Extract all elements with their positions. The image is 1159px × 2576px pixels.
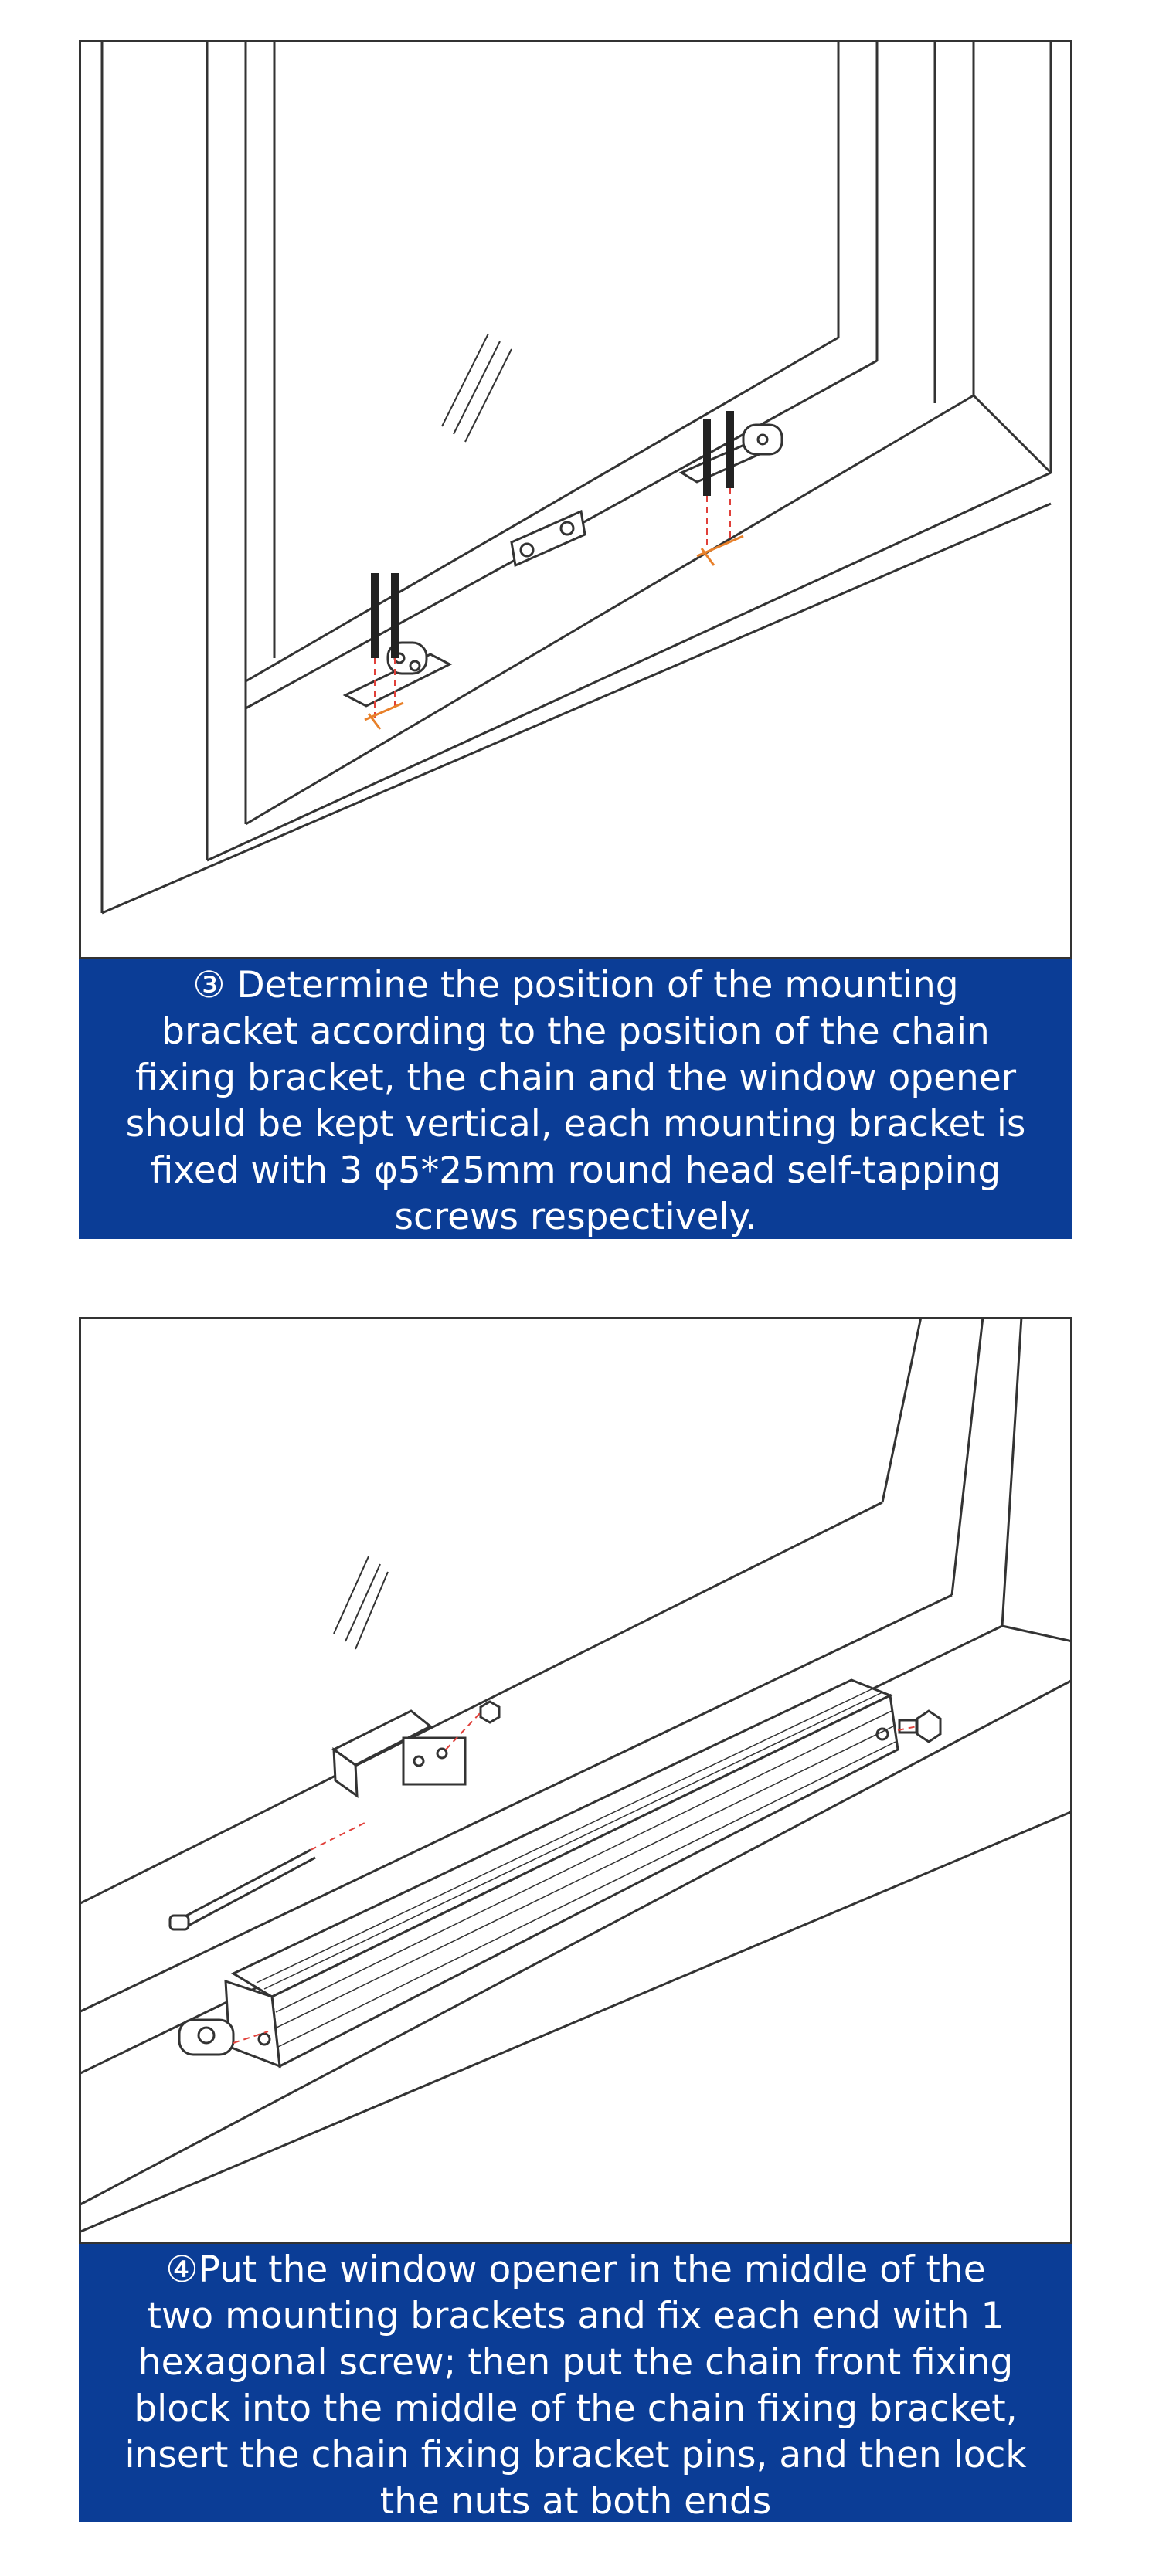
step3-caption-line-5: fixed with 3 φ5*25mm round head self-tap… [150, 1149, 1001, 1192]
step3-caption: ③ Determine the position of the mounting… [79, 959, 1072, 1239]
step3-caption-line-2: bracket according to the position of the… [161, 1010, 990, 1053]
step3-panel: ③ Determine the position of the mounting… [79, 40, 1072, 1239]
step3-caption-line-6: screws respectively. [394, 1196, 757, 1238]
step4-panel: ④Put the window opener in the middle of … [79, 1317, 1072, 2564]
step4-caption-line-6: the nuts at both ends [379, 2480, 772, 2523]
step3-illustration [79, 40, 1072, 959]
step3-caption-line-4: should be kept vertical, each mounting b… [125, 1103, 1026, 1145]
step4-caption-line-2: two mounting brackets and fix each end w… [147, 2295, 1004, 2337]
step4-caption-line-3: hexagonal screw; then put the chain fron… [138, 2341, 1014, 2384]
step4-caption-line-4: block into the middle of the chain fixin… [134, 2388, 1018, 2430]
step3-caption-line-1: ③ Determine the position of the mounting [192, 964, 959, 1006]
step4-caption-line-5: insert the chain fixing bracket pins, an… [124, 2434, 1027, 2476]
step4-caption-line-1: ④Put the window opener in the middle of … [165, 2248, 986, 2291]
step3-caption-line-3: fixing bracket, the chain and the window… [134, 1057, 1017, 1099]
step4-caption: ④Put the window opener in the middle of … [79, 2244, 1072, 2523]
step4-illustration [79, 1317, 1072, 2244]
